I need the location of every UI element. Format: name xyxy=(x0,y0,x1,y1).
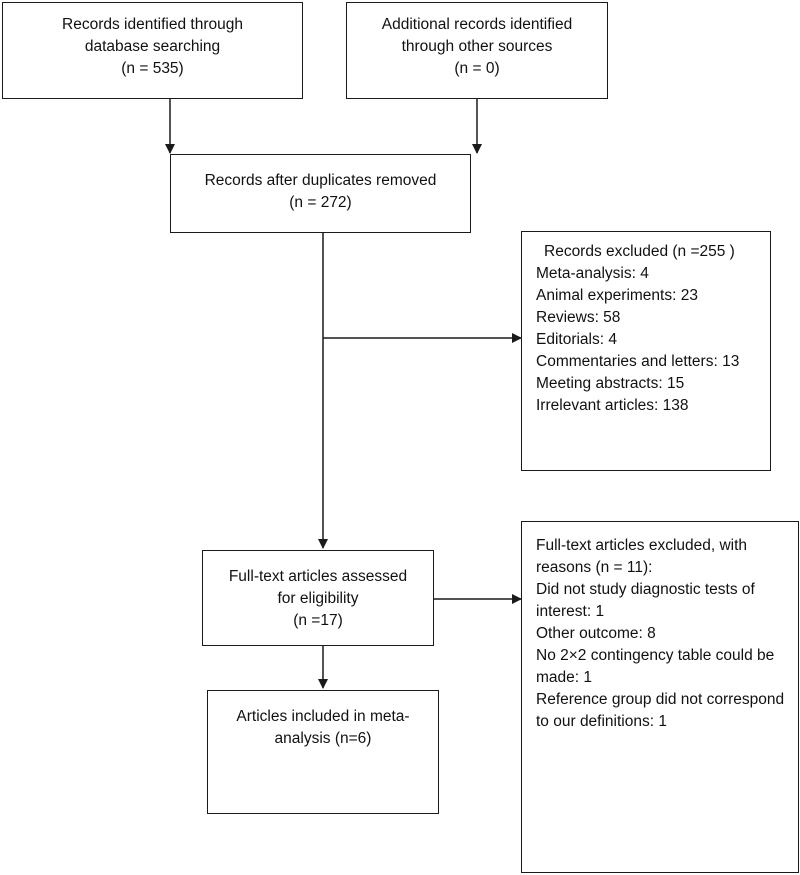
fulltext-excluded-title: Full-text articles excluded, with reason… xyxy=(536,537,748,576)
excluded-reason: Meta-analysis: 4 xyxy=(536,265,649,282)
excluded-reason: Irrelevant articles: 138 xyxy=(536,397,689,414)
box-articles-included: Articles included in meta- analysis (n=6… xyxy=(207,690,439,814)
box-line: (n =17) xyxy=(293,612,343,629)
box-line: (n = 272) xyxy=(289,194,352,211)
fulltext-excluded-reason: Other outcome: 8 xyxy=(536,625,656,642)
excluded-reason: Editorials: 4 xyxy=(536,331,617,348)
box-line: Articles included in meta- xyxy=(236,708,410,725)
box-line: Full-text articles assessed xyxy=(228,568,408,585)
fulltext-excluded-reason: Reference group did not correspond to ou… xyxy=(536,691,785,730)
box-line: analysis (n=6) xyxy=(274,730,372,747)
records-excluded-title: Records excluded (n =255 ) xyxy=(544,243,735,260)
excluded-reason: Reviews: 58 xyxy=(536,309,621,326)
box-line: Additional records identified xyxy=(381,16,573,33)
box-fulltext-assessed: Full-text articles assessed for eligibil… xyxy=(202,550,434,646)
box-line: for eligibility xyxy=(277,590,359,607)
box-records-identified-database: Records identified through database sear… xyxy=(2,2,303,99)
box-line: Records after duplicates removed xyxy=(204,172,437,189)
excluded-reason: Animal experiments: 23 xyxy=(536,287,698,304)
fulltext-excluded-reason: Did not study diagnostic tests of intere… xyxy=(536,581,755,620)
box-line: database searching xyxy=(84,38,221,55)
box-line: (n = 0) xyxy=(454,60,500,77)
box-records-excluded: Records excluded (n =255 ) Meta-analysis… xyxy=(521,231,771,471)
box-line: (n = 535) xyxy=(121,60,184,77)
box-records-identified-other-sources: Additional records identified through ot… xyxy=(346,2,608,99)
box-fulltext-excluded: Full-text articles excluded, with reason… xyxy=(521,521,799,873)
box-records-after-duplicates: Records after duplicates removed (n = 27… xyxy=(170,154,471,233)
box-line: through other sources xyxy=(401,38,553,55)
box-line: Records identified through xyxy=(62,16,243,33)
excluded-reason: Commentaries and letters: 13 xyxy=(536,353,740,370)
fulltext-excluded-reason: No 2×2 contingency table could be made: … xyxy=(536,647,775,686)
excluded-reason: Meeting abstracts: 15 xyxy=(536,375,685,392)
